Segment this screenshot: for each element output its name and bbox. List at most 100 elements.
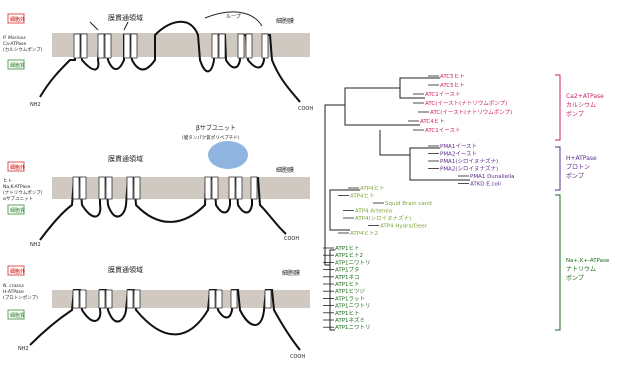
ca-bracket <box>555 74 561 141</box>
inner-label-box <box>7 59 25 70</box>
protein-name: H-ATPase <box>3 289 24 295</box>
membrane-band <box>52 290 310 308</box>
tree-leaf-label: ATP1ヒト <box>335 281 360 288</box>
ca-group-sub: カルシウム <box>566 101 596 109</box>
tree-leaf-label: ATP1ブタ <box>335 266 360 274</box>
inner-label: 細胞質 <box>10 207 25 214</box>
tree-leaf-label: ATP1ヒツジ <box>335 288 366 295</box>
protein-name: Na,K-ATPase <box>3 184 31 190</box>
loop-label: ループ <box>226 14 241 20</box>
tree-leaf-label: ATP4ヒト <box>350 193 375 200</box>
h-group-label: H+ATPase <box>566 155 597 162</box>
phylogenetic-tree <box>324 77 470 331</box>
species-label: N. crassa <box>3 283 24 289</box>
group-brackets <box>555 74 561 331</box>
ca-group-label: Ca2+ATPase <box>566 93 604 100</box>
tree-leaf-label: PMA1イースト <box>440 143 477 150</box>
tree-leaf-label: ATC5ヒト <box>440 82 465 89</box>
nh2-label: NH2 <box>30 102 41 108</box>
outer-label: 細胞外 <box>10 16 25 23</box>
membrane-band <box>52 177 310 199</box>
tree-leaf-label: PMA2イースト <box>440 151 477 158</box>
tree-leaf-label: ATP4 Hydra/Deer <box>380 224 428 230</box>
inner-label-box <box>7 309 25 320</box>
nh2-label: NH2 <box>18 346 29 352</box>
tree-leaf-label: ATP4(シロイヌナズナ) <box>355 214 411 222</box>
panel-ca-atpase: 細胞外 細胞質 P. Marinus Ca-ATPase (カルシウムポンプ) … <box>3 11 313 112</box>
tree-leaf-label: ATC4ヒト <box>420 118 445 125</box>
tm-region-label: 膜貫通領域 <box>108 265 143 274</box>
tree-ca-branch <box>344 87 420 126</box>
protein-sub: (プロトンポンプ) <box>3 294 38 301</box>
tm-helices <box>72 176 258 200</box>
cooh-label: COOH <box>298 106 313 112</box>
tree-leaf-label: ATP4ヒト <box>360 185 385 192</box>
tree-leaf-label: ATKD E.coli <box>470 182 501 188</box>
tree-green-branch <box>329 189 360 231</box>
tree-leaf-label: ATP1ヒト2 <box>335 252 363 259</box>
outer-label: 細胞外 <box>10 268 25 275</box>
ca-group-sub2: ポンプ <box>566 110 584 118</box>
outer-label-box <box>7 161 25 172</box>
ca-polypeptide <box>39 20 301 103</box>
h-polypeptide <box>29 289 301 351</box>
tree-ca-sub <box>399 77 440 99</box>
panel-na-k-atpase: 細胞外 細胞質 ヒト Na,K-ATPase (ナトリウムポンプ) αサブユニッ… <box>3 124 310 248</box>
h-group-sub: プロトン <box>566 164 590 171</box>
protein-name: Ca-ATPase <box>3 41 27 47</box>
cooh-label: COOH <box>290 354 305 360</box>
species-label: P. Marinus <box>3 35 26 41</box>
membrane-label: 細胞膜 <box>276 166 294 174</box>
tree-leaf-label: ATP1ニワトリ <box>335 324 371 331</box>
h-group-sub2: ポンプ <box>566 172 584 180</box>
tree-leaf-label: PMA1(シロイヌナズナ) <box>440 157 498 165</box>
tree-leaf-label: ATP4ヒト2 <box>350 230 378 237</box>
beta-subunit-note: (膜タンパク質ポリペプチド) <box>182 134 240 141</box>
tree-leaf-label: ATP1ヒト <box>335 310 360 317</box>
tm-region-label: 膜貫通領域 <box>108 13 143 22</box>
beta-subunit-label: βサブユニット <box>196 124 236 132</box>
tree-leaf-label: PMA2(シロイヌナズナ) <box>440 165 498 173</box>
tree-leaf-label: ATP1ニワトリ <box>335 259 371 266</box>
tree-leaf-label: ATP1ラット <box>335 295 365 302</box>
tree-leaf-label: ATP4 Artemia <box>355 209 392 215</box>
tree-leaf-label: ATP1ニワトリ <box>335 303 371 310</box>
tree-leaf-label: ATP1ネコ <box>335 274 359 281</box>
tm-helices <box>72 289 272 309</box>
inner-label: 細胞質 <box>10 312 25 319</box>
tree-leaf-label: ATP1ネズミ <box>335 316 365 324</box>
tree-leaf-label: ATP1ヒト <box>335 245 360 252</box>
tm-region-label: 膜貫通領域 <box>108 154 143 163</box>
tree-labels: ATC5ヒトATC5ヒトATC1イーストATC(イースト(ナトリウムポンプ)AT… <box>323 73 515 331</box>
outer-label-box <box>7 13 25 24</box>
tree-leaf-label: ATC(イースト(ナトリウムポンプ) <box>430 108 512 116</box>
beta-subunit-blob <box>208 141 248 169</box>
inner-label-box <box>7 204 25 215</box>
inner-label: 細胞質 <box>10 62 25 69</box>
loop-arrow <box>204 11 263 27</box>
tree-na-branch <box>329 249 335 331</box>
tree-leaf-label: ATC1イースト <box>425 127 460 134</box>
pointer-lines <box>89 21 129 31</box>
protein-sub: (カルシウムポンプ) <box>3 46 43 53</box>
tree-leaf-label: ATC(イースト(ナトリウムポンプ) <box>425 99 507 107</box>
tree-leaf-label: ATC5ヒト <box>440 73 465 80</box>
species-label: ヒト <box>3 178 12 184</box>
membrane-label: 細胞膜 <box>282 269 300 277</box>
nh2-label: NH2 <box>30 242 41 248</box>
na-group-label: Na+,K+-ATPase <box>566 258 610 264</box>
na-bracket <box>555 194 561 331</box>
h-bracket <box>555 146 561 191</box>
protein-sub: (ナトリウムポンプ) <box>3 189 43 196</box>
subunit-label: αサブユニット <box>3 195 33 202</box>
outer-label: 細胞外 <box>10 164 25 171</box>
outer-label-box <box>7 265 25 276</box>
tree-root <box>324 104 345 266</box>
membrane-label: 細胞膜 <box>276 17 294 25</box>
cooh-label: COOH <box>284 236 299 242</box>
tree-h-branch <box>379 130 470 181</box>
na-polypeptide <box>39 177 287 241</box>
panel-h-atpase: 細胞外 細胞質 N. crassa H-ATPase (プロトンポンプ) 膜貫通… <box>3 265 310 360</box>
